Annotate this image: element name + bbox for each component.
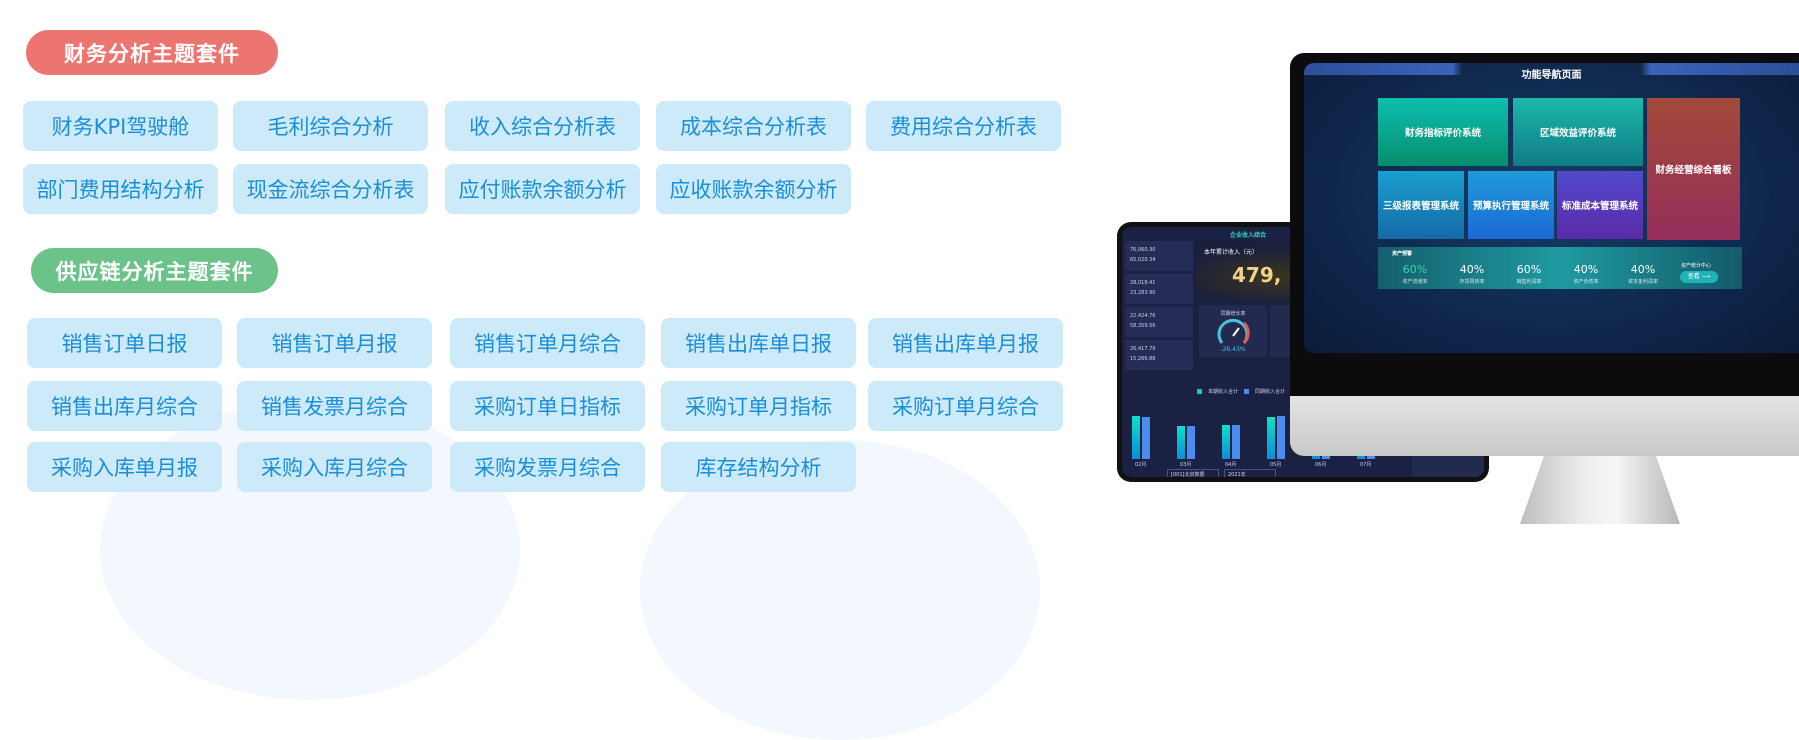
bar-current — [1267, 417, 1275, 459]
month-label: 05月 — [1270, 462, 1282, 468]
month-label: 04月 — [1225, 462, 1237, 468]
card-value-current: 76,060.30 — [1130, 247, 1156, 253]
gauge-icon — [1217, 318, 1250, 345]
income-label: 本年累计收入（元） — [1204, 249, 1259, 256]
asset-center-label: 资产统计中心 — [1681, 263, 1712, 269]
header-bar — [1304, 63, 1799, 75]
kpi-label: 资本金利润率 — [1627, 279, 1658, 285]
kpi-value: 40% — [1573, 263, 1599, 276]
finance-suite-item[interactable]: 毛利综合分析 — [233, 101, 428, 151]
growth-gauge-panel: 同期增长率 -26.43% — [1199, 305, 1267, 357]
kpi-value: 60% — [1402, 263, 1428, 276]
kpi-label: 存货周转率 — [1459, 279, 1485, 285]
navigation-screen: 功能导航页面 财务指标评价系统 区域效益评价系统 财务经营综合看板 三级报表管理… — [1304, 63, 1799, 353]
monitor-stand — [1520, 456, 1680, 524]
gauge-title: 同期增长率 — [1220, 311, 1246, 317]
tile-budget-management[interactable]: 预算执行管理系统 — [1468, 171, 1554, 239]
tile-regional-benefit[interactable]: 区域效益评价系统 — [1513, 98, 1643, 166]
tile-cost-management[interactable]: 标准成本管理系统 — [1557, 171, 1643, 239]
supply-suite-item[interactable]: 采购入库单月报 — [27, 442, 222, 492]
supply-suite-item[interactable]: 销售订单月综合 — [450, 318, 645, 368]
kpi-label: 销售利润率 — [1516, 279, 1542, 285]
supply-suite-item[interactable]: 销售发票月综合 — [237, 381, 432, 431]
kpi-value: 40% — [1459, 263, 1485, 276]
supply-suite-item[interactable]: 采购订单日指标 — [450, 381, 645, 431]
kpi-label: 资产负债率 — [1573, 279, 1599, 285]
tile-report-management[interactable]: 三级报表管理系统 — [1378, 171, 1464, 239]
legend-current: 本期收入合计 — [1208, 389, 1239, 395]
asset-kpi: 40% 存货周转率 — [1445, 263, 1499, 289]
org-select[interactable]: [001]北京数据 — [1167, 469, 1219, 477]
bar-previous — [1277, 416, 1285, 459]
bar-current — [1132, 416, 1140, 459]
dashboard-title: 企业收入综合 — [1230, 232, 1267, 239]
asset-kpi: 60% 资产流通率 — [1388, 263, 1442, 289]
monitor-chin — [1290, 396, 1799, 456]
bar-current — [1222, 425, 1230, 459]
finance-suite-item[interactable]: 费用综合分析表 — [866, 101, 1061, 151]
alert-title: 资产预警 — [1392, 251, 1413, 257]
finance-suite-item[interactable]: 现金流综合分析表 — [233, 164, 428, 214]
asset-kpi: 40% 资本金利润率 — [1616, 263, 1670, 289]
screen-title: 功能导航页面 — [1521, 70, 1582, 81]
card-value-current: 22,424.76 — [1130, 313, 1156, 319]
bar-previous — [1142, 417, 1150, 459]
tile-finance-indicator[interactable]: 财务指标评价系统 — [1378, 98, 1508, 166]
supply-suite-item[interactable]: 销售订单月报 — [237, 318, 432, 368]
card-value-current: 28,018.41 — [1130, 280, 1156, 286]
month-label: 03月 — [1180, 462, 1192, 468]
tile-finance-dashboard[interactable]: 财务经营综合看板 — [1647, 98, 1740, 240]
card-value-previous: 15,266.88 — [1130, 356, 1156, 362]
chart-legend: 本期收入合计 同期收入合计 — [1197, 388, 1285, 395]
month-label: 07月 — [1360, 462, 1372, 468]
income-value: 479, — [1232, 263, 1282, 287]
gauge-value: -26.43% — [1220, 346, 1246, 353]
supply-suite-item[interactable]: 销售订单日报 — [27, 318, 222, 368]
summary-card: 26,417.79 15,266.88 — [1125, 340, 1193, 370]
kpi-label: 资产流通率 — [1402, 279, 1428, 285]
asset-kpi: 60% 销售利润率 — [1502, 263, 1556, 289]
supply-suite-item[interactable]: 采购发票月综合 — [450, 442, 645, 492]
month-label: 06月 — [1315, 462, 1327, 468]
asset-kpi: 40% 资产负债率 — [1559, 263, 1613, 289]
year-select[interactable]: 2021年 — [1224, 469, 1276, 477]
supply-suite-item[interactable]: 采购订单月综合 — [868, 381, 1063, 431]
bar-previous — [1187, 426, 1195, 459]
card-value-previous: 65,020.34 — [1130, 257, 1156, 263]
summary-card: 22,424.76 58,359.56 — [1125, 307, 1193, 337]
card-value-previous: 23,283.90 — [1130, 290, 1156, 296]
finance-suite-item[interactable]: 部门费用结构分析 — [23, 164, 218, 214]
kpi-value: 40% — [1630, 263, 1656, 276]
supply-suite-item[interactable]: 采购入库月综合 — [237, 442, 432, 492]
legend-previous: 同期收入合计 — [1255, 389, 1286, 395]
monitor-device: 功能导航页面 财务指标评价系统 区域效益评价系统 财务经营综合看板 三级报表管理… — [1290, 53, 1799, 408]
finance-suite-title: 财务分析主题套件 — [26, 30, 278, 75]
supply-suite-item[interactable]: 销售出库单月报 — [868, 318, 1063, 368]
supply-suite-item[interactable]: 采购订单月指标 — [661, 381, 856, 431]
finance-suite-item[interactable]: 应付账款余额分析 — [445, 164, 640, 214]
supply-suite-item[interactable]: 销售出库单日报 — [661, 318, 856, 368]
summary-card: 76,060.30 65,020.34 — [1125, 241, 1193, 271]
finance-suite-item[interactable]: 财务KPI驾驶舱 — [23, 101, 218, 151]
finance-suite-item[interactable]: 成本综合分析表 — [656, 101, 851, 151]
view-button[interactable]: 查看 ⟶ — [1680, 271, 1718, 283]
card-value-current: 26,417.79 — [1130, 346, 1156, 352]
summary-card: 28,018.41 23,283.90 — [1125, 274, 1193, 304]
supply-suite-item[interactable]: 销售出库月综合 — [27, 381, 222, 431]
card-value-previous: 58,359.56 — [1130, 323, 1156, 329]
finance-suite-item[interactable]: 应收账款余额分析 — [656, 164, 851, 214]
supply-suite-item[interactable]: 库存结构分析 — [661, 442, 856, 492]
month-label: 02月 — [1135, 462, 1147, 468]
bar-current — [1177, 426, 1185, 459]
bar-previous — [1232, 425, 1240, 459]
finance-suite-item[interactable]: 收入综合分析表 — [445, 101, 640, 151]
supply-suite-title: 供应链分析主题套件 — [31, 248, 278, 293]
kpi-value: 60% — [1516, 263, 1542, 276]
